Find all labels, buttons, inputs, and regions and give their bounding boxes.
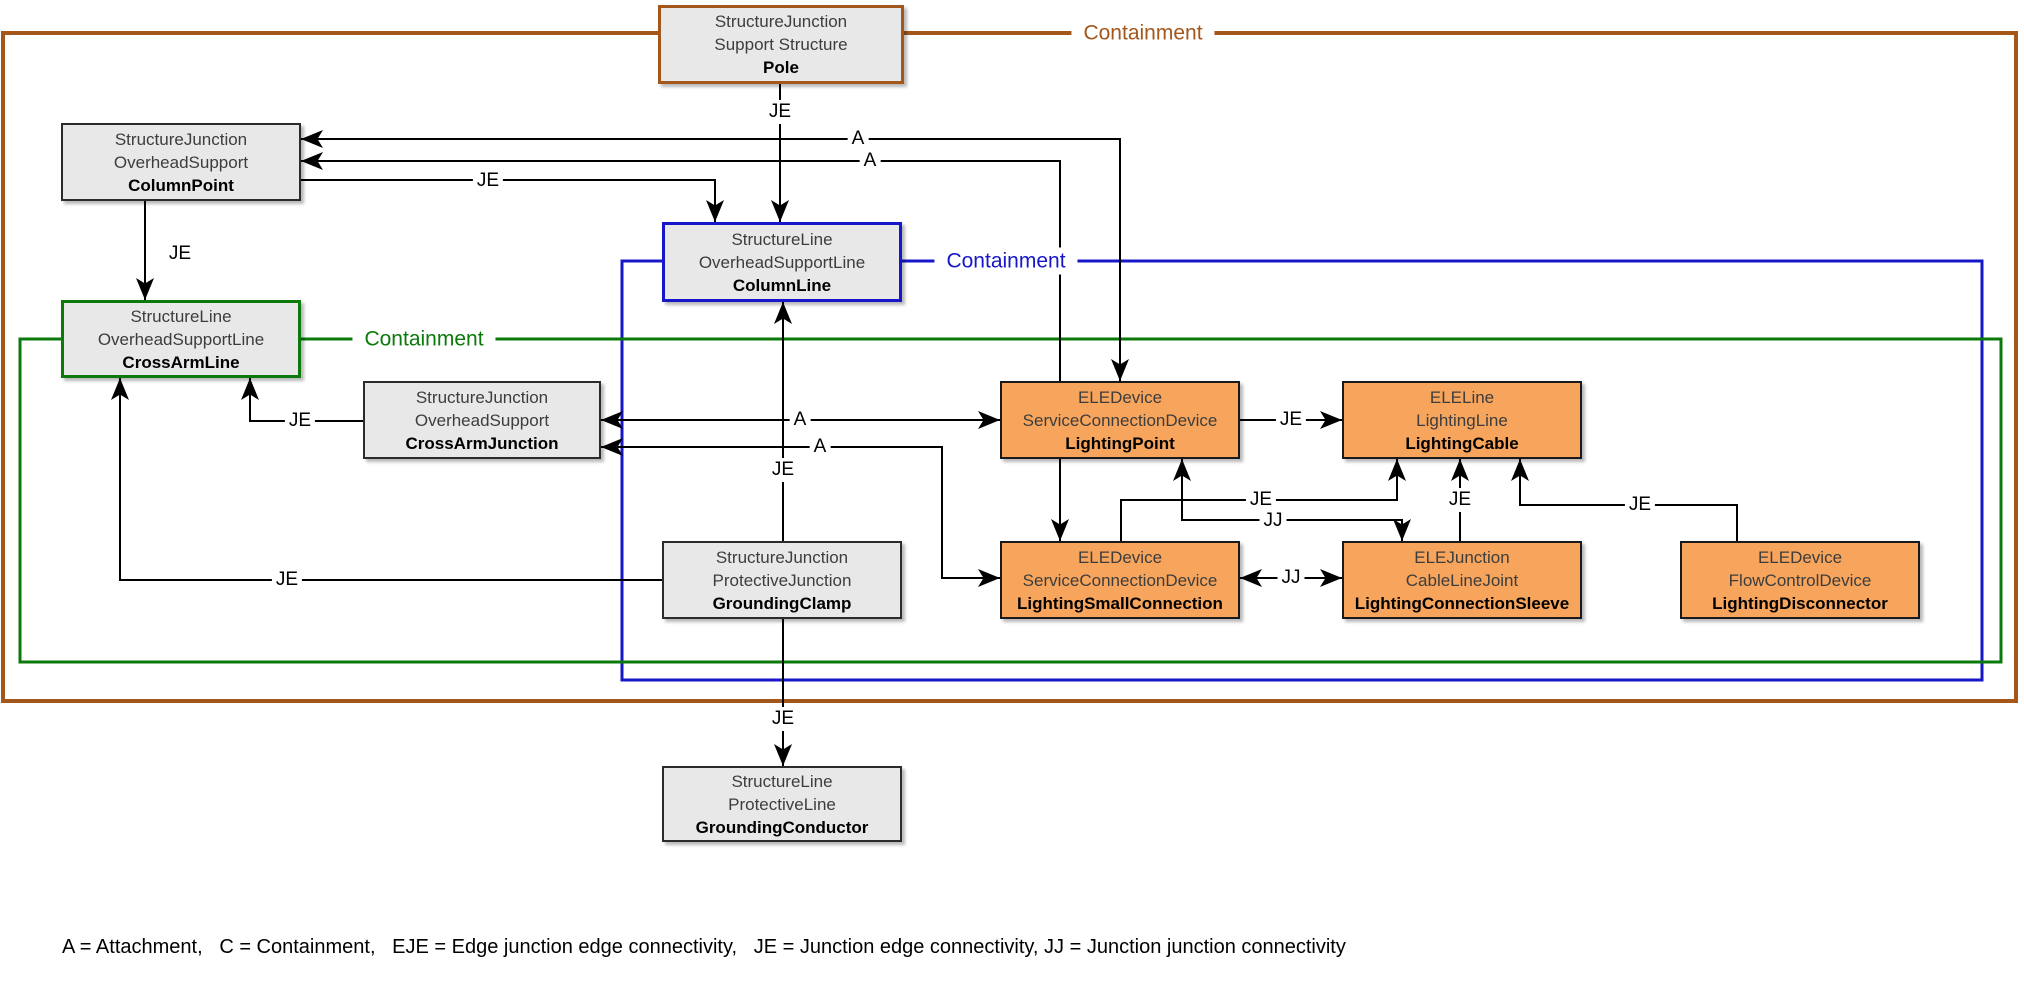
node-cross-arm-junction: StructureJunction OverheadSupport CrossA… (363, 381, 601, 459)
edge-label-je: JE (1275, 408, 1307, 432)
containment-label-pole: Containment (1071, 19, 1215, 47)
containment-label-cross-arm-line: Containment (352, 325, 496, 353)
edge-label-je: JE (767, 707, 799, 731)
node-group-line: OverheadSupport (113, 152, 249, 172)
connector-columnpoint-lightingpoint-a (301, 130, 1129, 381)
node-group-line: ProtectiveLine (728, 794, 836, 814)
connector-columnpoint-columnline-je (301, 179, 724, 222)
node-lighting-point: ELEDevice ServiceConnectionDevice Lighti… (1000, 381, 1240, 459)
node-column-point: StructureJunction OverheadSupport Column… (61, 123, 301, 201)
node-group-line: OverheadSupport (414, 410, 550, 430)
connector-lightingpoint-lightingconnectionsleeve-jj (1173, 459, 1411, 541)
node-asset-line: StructureLine (731, 771, 833, 791)
containment-rect-pole (1, 31, 2018, 703)
node-name: LightingConnectionSleeve (1354, 593, 1570, 613)
node-lighting-small-connection: ELEDevice ServiceConnectionDevice Lighti… (1000, 541, 1240, 619)
node-name: GroundingClamp (712, 593, 852, 613)
node-asset-line: ELEDevice (1757, 547, 1843, 567)
node-name: CrossArmJunction (405, 433, 559, 453)
node-asset-line: StructureJunction (715, 547, 849, 567)
node-pole: StructureJunction Support Structure Pole (658, 5, 904, 84)
edge-label-je: JE (284, 409, 316, 433)
edge-label-jj: JJ (1259, 509, 1287, 533)
node-group-line: CableLineJoint (1405, 570, 1519, 590)
node-group-line: Support Structure (714, 35, 848, 54)
node-name: LightingSmallConnection (1017, 593, 1223, 613)
edge-label-a: A (847, 127, 869, 151)
node-name: LightingPoint (1065, 433, 1175, 453)
edge-label-je: JE (271, 568, 303, 592)
edge-label-a: A (789, 408, 811, 432)
edge-label-a: A (809, 435, 831, 459)
node-asset-line: StructureJunction (714, 12, 848, 31)
node-name: GroundingConductor (695, 817, 869, 837)
node-lighting-cable: ELELine LightingLine LightingCable (1342, 381, 1582, 459)
node-asset-line: ELEDevice (1077, 387, 1163, 407)
node-asset-line: ELEJunction (1414, 547, 1510, 567)
node-asset-line: ELELine (1429, 387, 1495, 407)
edge-label-je: JE (1245, 488, 1277, 512)
node-group-line: FlowControlDevice (1728, 570, 1872, 590)
node-name: ColumnLine (732, 275, 832, 295)
node-name: Pole (763, 58, 799, 77)
edge-label-je: JE (472, 169, 504, 193)
node-asset-line: StructureJunction (114, 129, 248, 149)
connector-groundingclamp-crossarmline-je (111, 378, 662, 581)
node-group-line: OverheadSupportLine (97, 329, 265, 349)
edge-label-je: JE (1624, 493, 1656, 517)
connector-crossarmjunction-lightingsmallconnection-a (601, 438, 1000, 587)
node-asset-line: ELEDevice (1077, 547, 1163, 567)
node-asset-line: StructureLine (130, 306, 232, 326)
node-group-line: ServiceConnectionDevice (1022, 570, 1218, 590)
connector-crossarmjunction-crossarmline-je (241, 378, 363, 422)
edge-label-je: JE (767, 458, 799, 482)
node-name: ColumnPoint (128, 175, 234, 195)
node-name: LightingCable (1405, 433, 1519, 453)
edge-label-je: JE (164, 242, 196, 266)
node-name: CrossArmLine (122, 352, 240, 372)
edge-label-je: JE (764, 100, 796, 124)
node-group-line: OverheadSupportLine (698, 252, 866, 272)
node-group-line: LightingLine (1416, 410, 1508, 430)
node-grounding-clamp: StructureJunction ProtectiveJunction Gro… (662, 541, 902, 619)
node-lighting-disconnector: ELEDevice FlowControlDevice LightingDisc… (1680, 541, 1920, 619)
node-column-line: StructureLine OverheadSupportLine Column… (662, 222, 902, 302)
node-group-line: ProtectiveJunction (712, 570, 852, 590)
edge-label-a: A (859, 149, 881, 173)
node-group-line: ServiceConnectionDevice (1022, 410, 1218, 430)
edge-label-jj: JJ (1277, 566, 1305, 590)
node-grounding-conductor: StructureLine ProtectiveLine GroundingCo… (662, 766, 902, 842)
legend-text: A = Attachment, C = Containment, EJE = E… (62, 936, 1346, 958)
node-asset-line: StructureLine (731, 229, 833, 249)
edge-label-je: JE (1444, 488, 1476, 512)
node-lighting-connection-sleeve: ELEJunction CableLineJoint LightingConne… (1342, 541, 1582, 619)
node-asset-line: StructureJunction (415, 387, 549, 407)
node-cross-arm-line: StructureLine OverheadSupportLine CrossA… (61, 300, 301, 378)
node-name: LightingDisconnector (1712, 593, 1888, 613)
containment-label-column-line: Containment (934, 247, 1078, 275)
